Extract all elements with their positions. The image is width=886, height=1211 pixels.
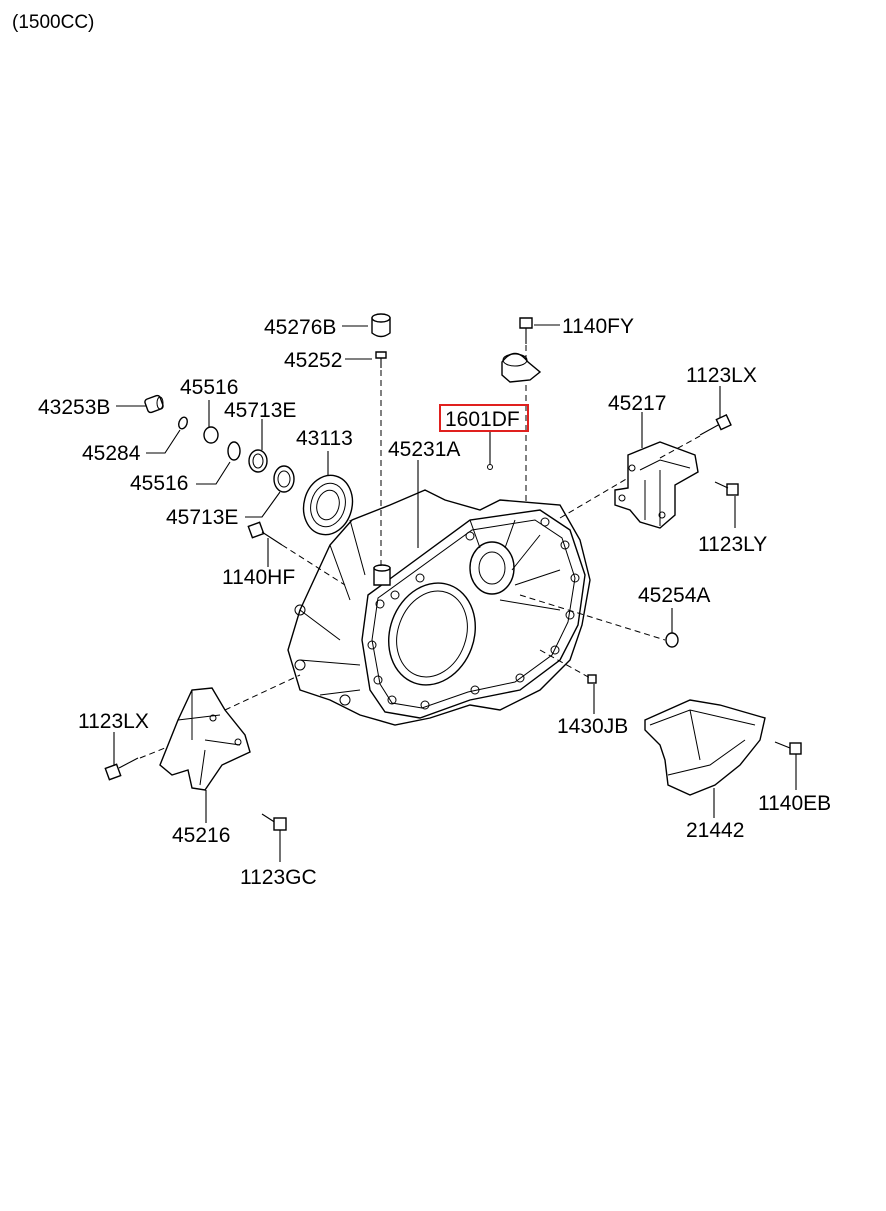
transmission-case [287, 489, 591, 726]
ring-45284 [178, 416, 188, 430]
bolt-1123GC [261, 813, 287, 831]
label-1140HF[interactable]: 1140HF [222, 566, 295, 589]
label-1601DF[interactable]: 1601DF [445, 408, 520, 431]
breather-cap [501, 352, 542, 383]
bolt-1140FY [519, 317, 533, 344]
bolt-1123LY [714, 481, 739, 496]
label-43253B[interactable]: 43253B [38, 396, 110, 419]
label-45216[interactable]: 45216 [172, 824, 230, 847]
bracket-45217 [614, 441, 699, 529]
bushing-43253B [144, 394, 164, 414]
label-45252[interactable]: 45252 [284, 349, 342, 372]
plug-1601DF [487, 464, 493, 470]
label-45713E-a[interactable]: 45713E [224, 399, 296, 422]
pin-1430JB [587, 674, 597, 684]
bolt-1140HF [247, 521, 283, 546]
label-45231A[interactable]: 45231A [388, 438, 460, 461]
ring-45516-a [203, 426, 219, 444]
label-45516-b[interactable]: 45516 [130, 472, 188, 495]
label-45713E-b[interactable]: 45713E [166, 506, 238, 529]
bolt-1123LX-b [104, 757, 139, 781]
label-45284[interactable]: 45284 [82, 442, 141, 465]
label-1123GC[interactable]: 1123GC [240, 866, 317, 889]
ring-45713E-b [273, 465, 295, 493]
part-labels: 45276B 45252 1140FY 43253B 45516 45713E … [38, 315, 831, 889]
bracket-45216 [159, 687, 251, 791]
label-21442[interactable]: 21442 [686, 819, 744, 842]
seal-43113 [302, 474, 354, 536]
label-1123LX-a[interactable]: 1123LX [686, 364, 757, 387]
leader-lines [113, 324, 797, 862]
engine-label: (1500CC) [12, 12, 94, 33]
highlight-box-1601DF [439, 404, 529, 432]
label-45276B[interactable]: 45276B [264, 316, 336, 339]
plug-45254A [665, 632, 679, 648]
label-43113[interactable]: 43113 [296, 427, 353, 450]
label-1140EB[interactable]: 1140EB [758, 792, 831, 815]
pin-45252 [375, 351, 387, 368]
bolt-1123LX-a [699, 414, 732, 436]
label-45254A[interactable]: 45254A [638, 584, 710, 607]
ring-45713E-a [248, 449, 268, 473]
flange-bolt-holes [294, 517, 580, 710]
cap-45276B [371, 313, 391, 338]
label-1140FY[interactable]: 1140FY [562, 315, 634, 338]
cover-21442 [644, 699, 766, 796]
label-1430JB[interactable]: 1430JB [557, 715, 628, 738]
label-1123LY[interactable]: 1123LY [698, 533, 767, 556]
bolt-1140EB [774, 741, 802, 755]
label-1123LX-b[interactable]: 1123LX [78, 710, 149, 733]
ring-45516-b [227, 441, 241, 461]
label-45217[interactable]: 45217 [608, 392, 666, 415]
label-45516-a[interactable]: 45516 [180, 376, 238, 399]
